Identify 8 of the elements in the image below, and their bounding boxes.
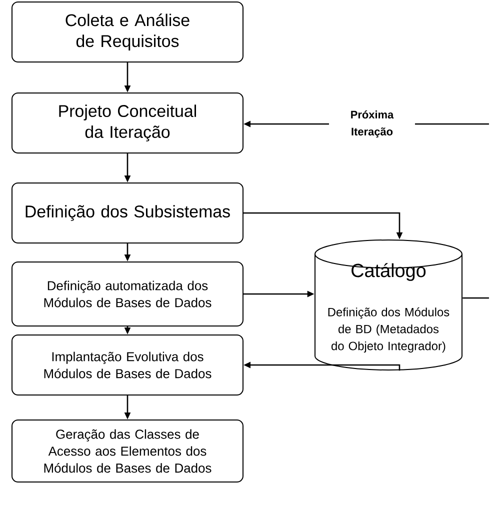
process-box: Implantação Evolutiva dos Módulos de Bases de Dados <box>12 334 244 396</box>
process-box: Definição dos Subsistemas <box>12 182 244 244</box>
node-label: Definição dos Módulos de BD (Metadados do Objeto Integrador) <box>328 307 450 353</box>
process-box: Projeto Conceitual da Iteração <box>12 92 244 154</box>
process-box: Geração das Classes de Acesso aos Elementos dos Módulos de Bases de Dados <box>12 420 244 482</box>
process-box: Coleta e Análise de Requisitos <box>12 2 244 62</box>
edge-label: Próxima Iteração <box>329 107 415 141</box>
process-box: Definição automatizada dos Módulos de Bases de Dados <box>12 262 244 326</box>
